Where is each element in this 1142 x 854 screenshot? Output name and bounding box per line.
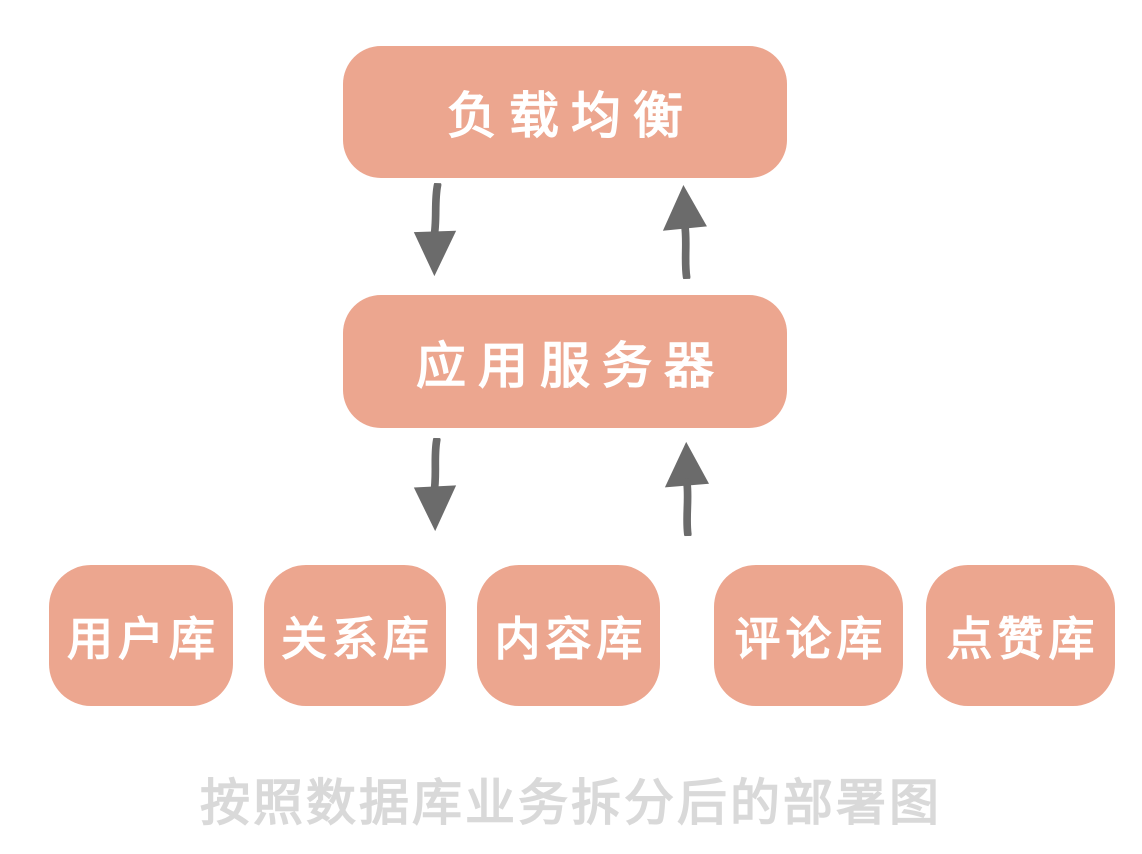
- database-node-likes: 点赞库: [926, 565, 1115, 706]
- up-arrow-icon: [656, 182, 713, 280]
- database-node-relations: 关系库: [264, 565, 446, 706]
- database-label: 用户库: [67, 611, 220, 666]
- app-server-node: 应用服务器: [343, 295, 787, 428]
- load-balancer-node: 负载均衡: [343, 46, 787, 178]
- database-node-comments: 评论库: [714, 565, 903, 706]
- database-label: 点赞库: [946, 611, 1100, 666]
- database-label: 关系库: [281, 611, 434, 666]
- database-label: 评论库: [734, 611, 888, 666]
- down-arrow-icon: [406, 182, 463, 280]
- diagram-caption: 按照数据库业务拆分后的部署图: [200, 774, 942, 832]
- database-node-content: 内容库: [477, 565, 660, 706]
- database-node-users: 用户库: [49, 565, 233, 706]
- app-server-label: 应用服务器: [416, 336, 726, 395]
- down-arrow-icon: [407, 437, 463, 535]
- load-balancer-label: 负载均衡: [447, 87, 695, 145]
- up-arrow-icon: [659, 440, 715, 537]
- database-label: 内容库: [494, 611, 648, 666]
